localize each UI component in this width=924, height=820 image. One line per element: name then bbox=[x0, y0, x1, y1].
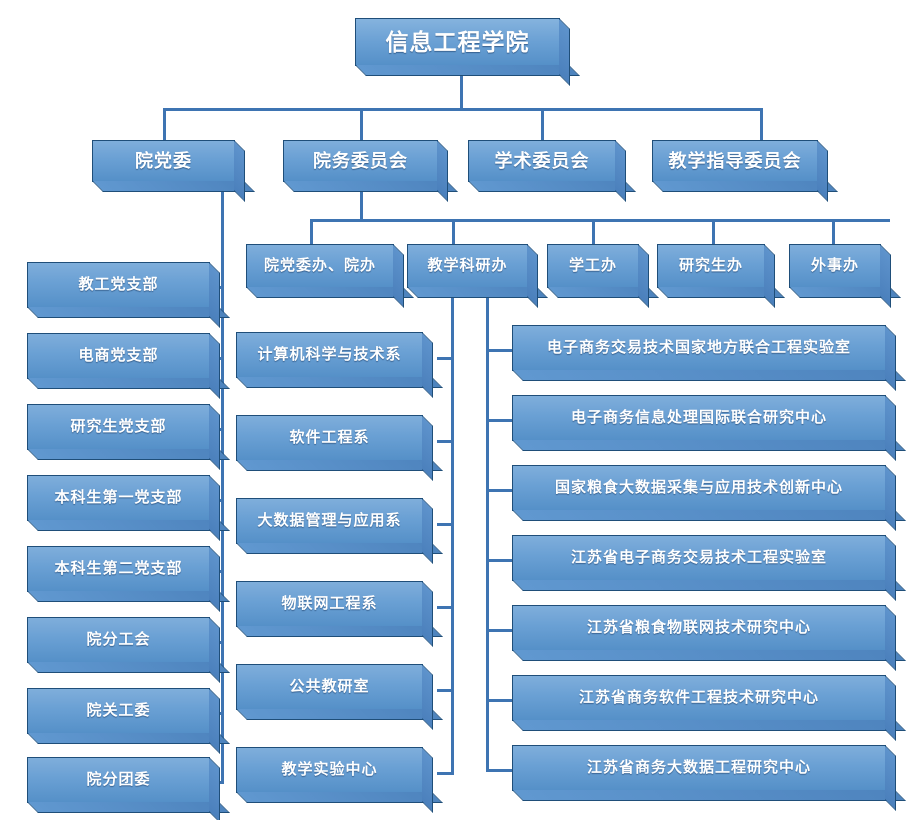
connector-dept-stub-2 bbox=[437, 440, 454, 443]
node-lab-national-grain-bigdata[interactable]: 国家粮食大数据采集与应用技术创新中心 bbox=[512, 465, 886, 511]
node-office-graduate[interactable]: 研究生办 bbox=[657, 244, 765, 288]
node-academic-committee[interactable]: 学术委员会 bbox=[468, 140, 616, 182]
node-lab-jiangsu-ecommerce-trade[interactable]: 江苏省电子商务交易技术工程实验室 bbox=[512, 535, 886, 581]
connector-level3-drop-2 bbox=[452, 219, 455, 244]
connector-dept-spine bbox=[451, 295, 454, 775]
connector-dept-stub-4 bbox=[437, 606, 454, 609]
connector-lab-stub-6 bbox=[486, 699, 512, 702]
node-college-party-committee[interactable]: 院党委 bbox=[92, 140, 235, 182]
connector-level3-bus bbox=[310, 219, 890, 222]
connector-lab-stub-5 bbox=[486, 629, 512, 632]
node-party-branch-faculty[interactable]: 教工党支部 bbox=[27, 262, 210, 308]
connector-dept-stub-5 bbox=[437, 689, 454, 692]
connector-level2-drop-4 bbox=[760, 108, 763, 140]
node-party-branch-graduate[interactable]: 研究生党支部 bbox=[27, 404, 210, 450]
node-office-teaching-research[interactable]: 教学科研办 bbox=[407, 244, 528, 288]
node-office-party-and-college[interactable]: 院党委办、院办 bbox=[246, 244, 394, 288]
connector-level3-drop-5 bbox=[832, 219, 835, 244]
node-lab-jiangsu-business-software[interactable]: 江苏省商务软件工程技术研究中心 bbox=[512, 675, 886, 721]
connector-dept-stub-1 bbox=[437, 357, 454, 360]
connector-dept-stub-6 bbox=[437, 772, 454, 775]
node-party-branch-undergrad-1[interactable]: 本科生第一党支部 bbox=[27, 475, 210, 521]
connector-party-spine bbox=[221, 190, 224, 784]
node-dept-iot-engineering[interactable]: 物联网工程系 bbox=[236, 581, 423, 627]
node-dept-software-engineering[interactable]: 软件工程系 bbox=[236, 415, 423, 461]
connector-level2-bus bbox=[163, 108, 763, 111]
node-lab-jiangsu-business-bigdata[interactable]: 江苏省商务大数据工程研究中心 bbox=[512, 745, 886, 791]
node-college-affairs-committee[interactable]: 院务委员会 bbox=[283, 140, 438, 182]
node-office-student-affairs[interactable]: 学工办 bbox=[547, 244, 639, 288]
node-dept-computer-science[interactable]: 计算机科学与技术系 bbox=[236, 332, 423, 378]
connector-level2-drop-2 bbox=[360, 108, 363, 140]
node-college-care-committee[interactable]: 院关工委 bbox=[27, 688, 210, 734]
connector-dept-stub-3 bbox=[437, 523, 454, 526]
node-lab-national-local-ecommerce[interactable]: 电子商务交易技术国家地方联合工程实验室 bbox=[512, 325, 886, 371]
connector-level3-drop-4 bbox=[712, 219, 715, 244]
node-college-labor-union[interactable]: 院分工会 bbox=[27, 617, 210, 663]
node-lab-jiangsu-grain-iot[interactable]: 江苏省粮食物联网技术研究中心 bbox=[512, 605, 886, 651]
node-teaching-guidance-committee[interactable]: 教学指导委员会 bbox=[652, 140, 818, 182]
node-lab-international-ecommerce-info[interactable]: 电子商务信息处理国际联合研究中心 bbox=[512, 395, 886, 441]
connector-lab-stub-3 bbox=[486, 489, 512, 492]
node-party-branch-undergrad-2[interactable]: 本科生第二党支部 bbox=[27, 546, 210, 592]
node-root-college[interactable]: 信息工程学院 bbox=[355, 18, 560, 66]
connector-root-drop bbox=[460, 76, 463, 108]
connector-level2-drop-1 bbox=[163, 108, 166, 140]
node-dept-big-data-management[interactable]: 大数据管理与应用系 bbox=[236, 498, 423, 544]
connector-level2-drop-3 bbox=[541, 108, 544, 140]
node-college-youth-league[interactable]: 院分团委 bbox=[27, 757, 210, 803]
node-dept-teaching-lab-center[interactable]: 教学实验中心 bbox=[236, 747, 423, 793]
connector-ywwyh-drop bbox=[360, 190, 363, 220]
node-dept-public-teaching-office[interactable]: 公共教研室 bbox=[236, 664, 423, 710]
node-party-branch-ecommerce[interactable]: 电商党支部 bbox=[27, 333, 210, 379]
connector-level3-drop-1 bbox=[310, 219, 313, 244]
connector-lab-spine bbox=[486, 295, 489, 772]
node-office-foreign-affairs[interactable]: 外事办 bbox=[789, 244, 881, 288]
connector-lab-stub-7 bbox=[486, 769, 512, 772]
connector-lab-stub-4 bbox=[486, 559, 512, 562]
connector-level3-drop-3 bbox=[592, 219, 595, 244]
connector-lab-stub-1 bbox=[486, 349, 512, 352]
connector-lab-stub-2 bbox=[486, 419, 512, 422]
